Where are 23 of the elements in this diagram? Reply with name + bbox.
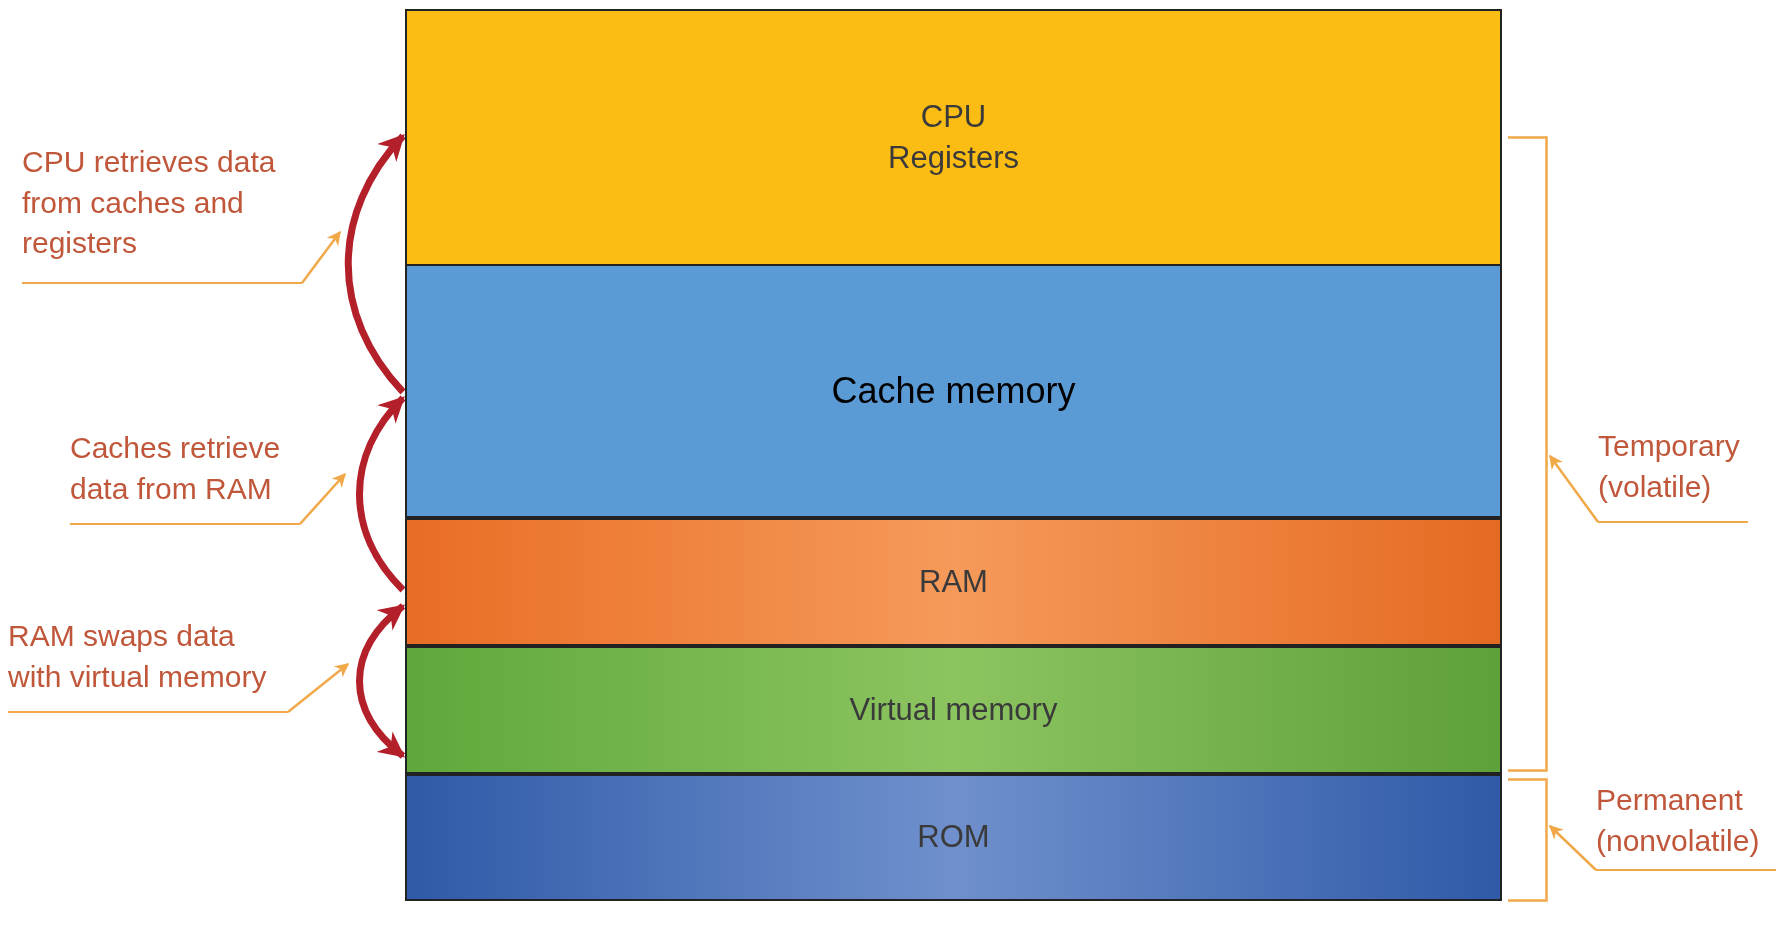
callout-text: Temporary (volatile) [1598,426,1748,523]
callout-text: RAM swaps data with virtual memory [8,616,288,713]
leader-line [287,663,350,713]
leader-line [1549,454,1599,523]
memory-layer [405,264,1502,518]
callout-text: Permanent (nonvolatile) [1596,780,1776,871]
curved-arrow [344,133,406,395]
layer-label: RAM [919,562,988,601]
memory-layer [405,9,1502,266]
callout-text: CPU retrieves data from caches and registers [22,142,302,284]
memory-layer [405,646,1502,774]
curved-arrow [356,395,406,593]
layer-label: Virtual memory [849,690,1058,729]
callout-text: Caches retrieve data from RAM [70,428,300,525]
memory-layer [405,774,1502,901]
leader-line [301,230,341,284]
leader-line [1549,825,1597,871]
leader-line [299,472,346,525]
layer-label: Cache memory [831,368,1076,413]
memory-layer [405,518,1502,646]
layer-label: ROM [917,818,990,857]
curved-arrow [356,603,406,759]
layer-label: CPU Registers [887,98,1020,177]
